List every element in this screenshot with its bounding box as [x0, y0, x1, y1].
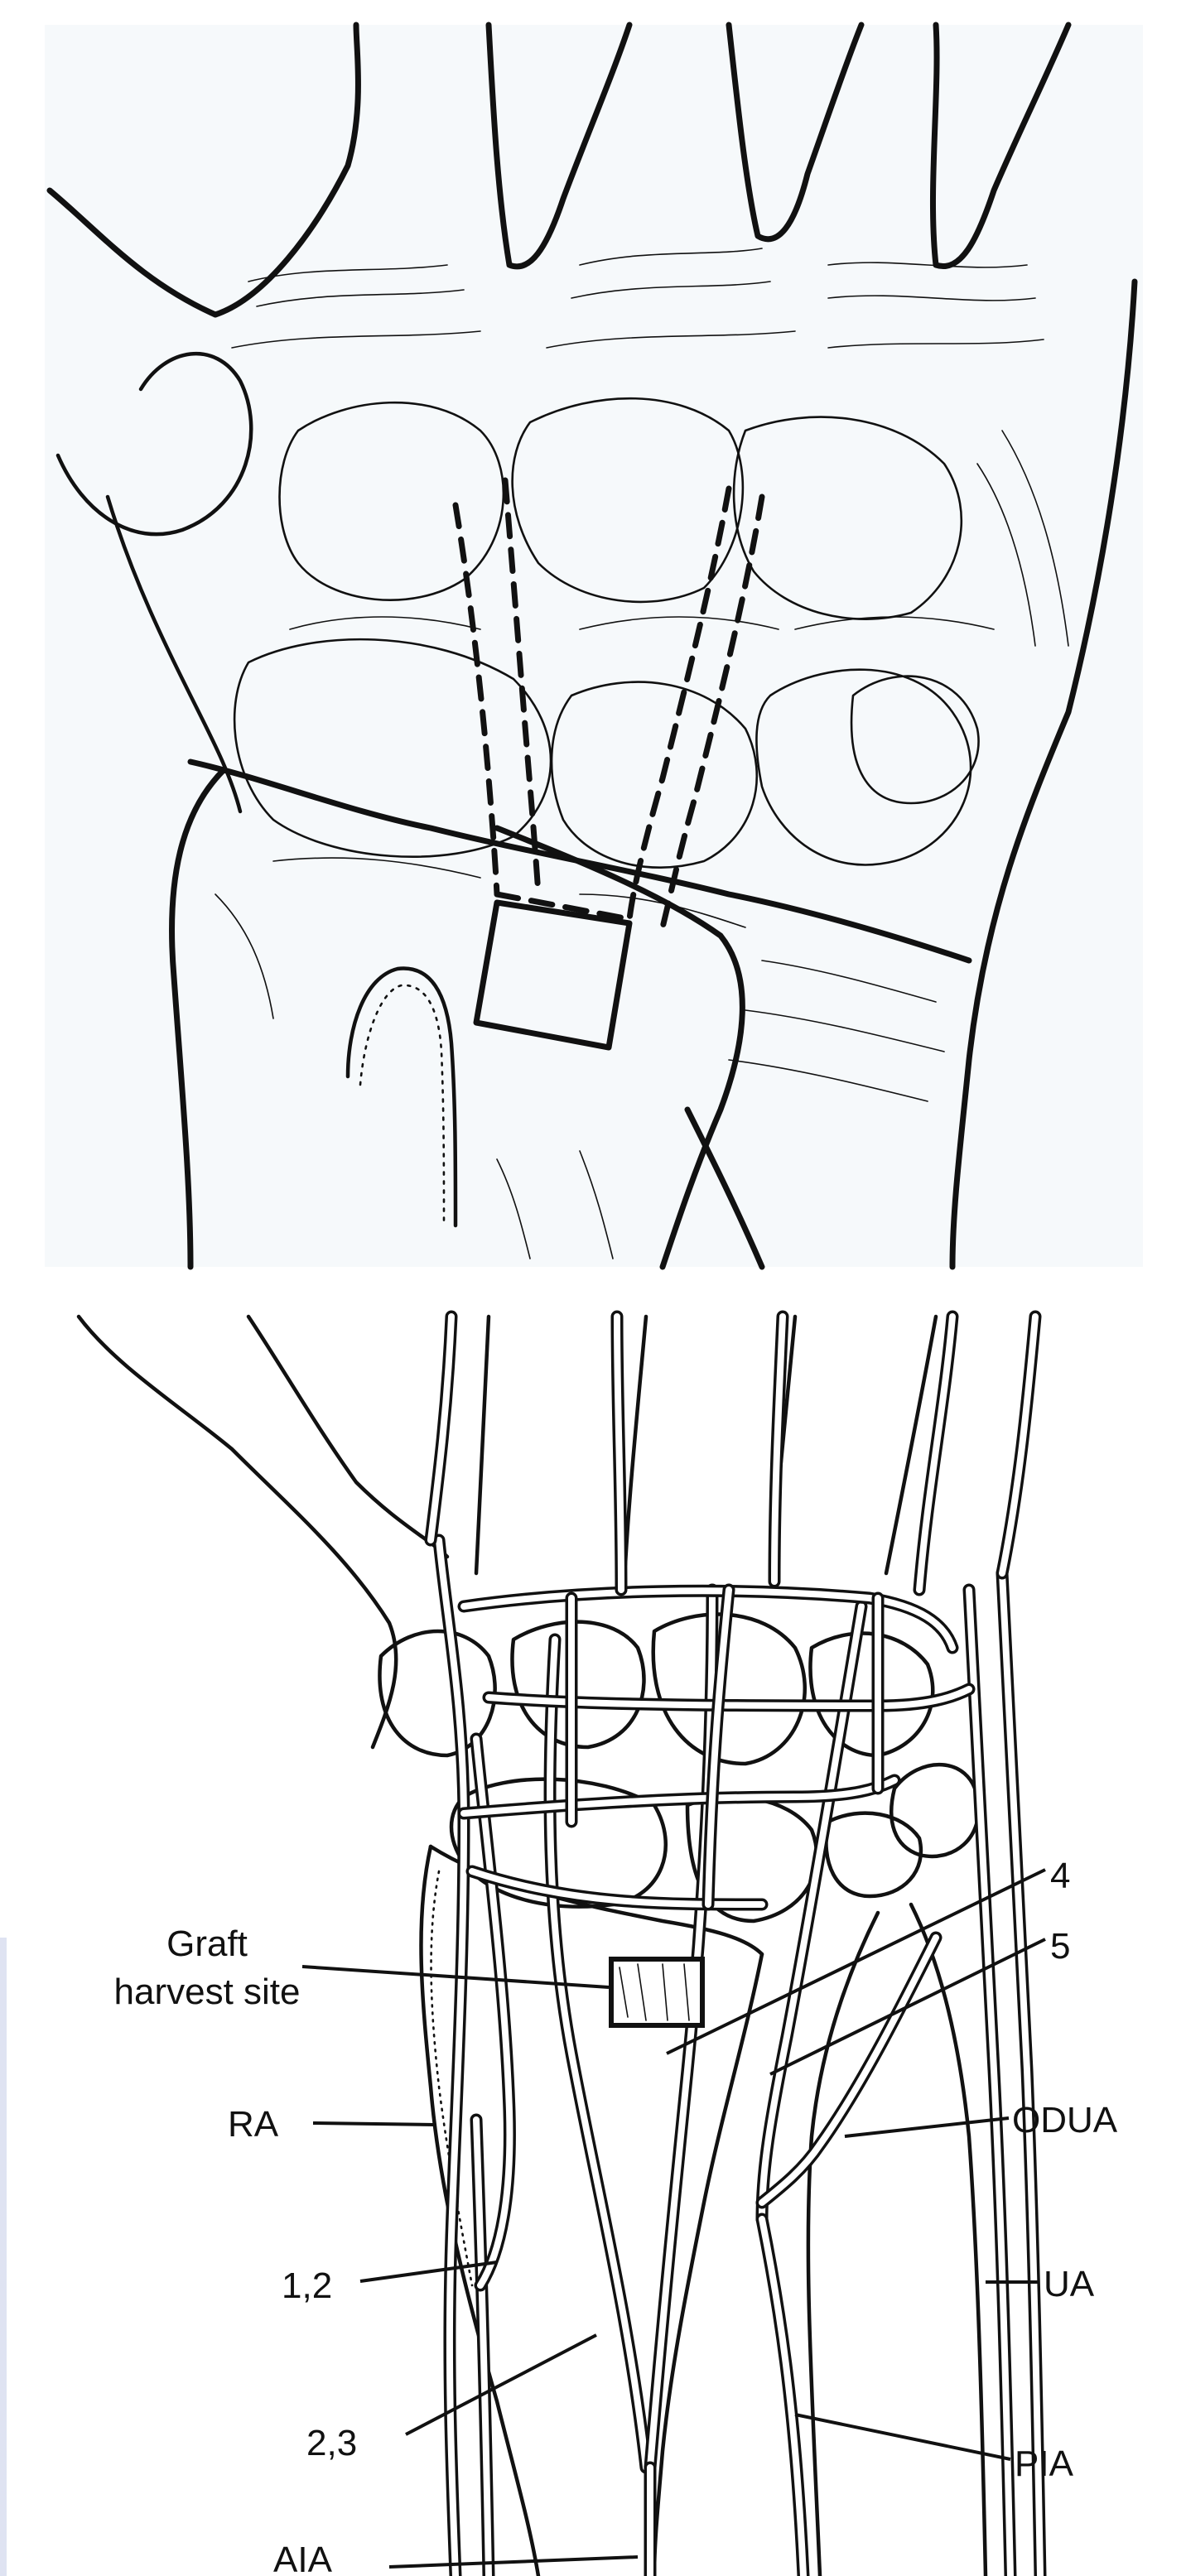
label-graft-line1: Graft — [166, 1924, 248, 1964]
label-aia: AIA — [273, 2540, 333, 2576]
thumb-outline-bottom — [79, 1317, 396, 1747]
label-odua: ODUA — [1012, 2100, 1118, 2140]
label-ua: UA — [1044, 2264, 1095, 2304]
label-1-2: 1,2 — [282, 2265, 332, 2306]
vessel-network — [431, 1317, 1040, 2576]
top-panel-background — [45, 25, 1143, 1267]
trapezoid — [512, 1622, 644, 1747]
ulna-bottom-outline — [911, 1904, 986, 2576]
pisiform-bottom — [891, 1765, 978, 1856]
label-pia: PIA — [1015, 2444, 1074, 2484]
label-graft-line2: harvest site — [114, 1972, 301, 2012]
label-4: 4 — [1050, 1856, 1070, 1896]
label-2-3: 2,3 — [306, 2423, 357, 2463]
graft-harvest-square — [611, 1959, 702, 2025]
bottom-panel-vascular-diagram: Graft harvest site RA 1,2 2,3 AIA 4 5 OD… — [79, 1317, 1118, 2576]
triquetrum — [826, 1813, 920, 1896]
metacarpal-2 — [476, 1317, 489, 1573]
label-ra: RA — [228, 2104, 279, 2145]
top-panel-wrist-illustration — [45, 25, 1143, 1267]
label-5: 5 — [1050, 1926, 1070, 1967]
metacarpal-3 — [625, 1317, 646, 1565]
left-edge-strip — [0, 1938, 7, 2576]
hamate-bottom — [810, 1634, 933, 1755]
ulna-radial-edge — [808, 1913, 878, 2576]
thumb-inner-outline — [248, 1317, 447, 1557]
